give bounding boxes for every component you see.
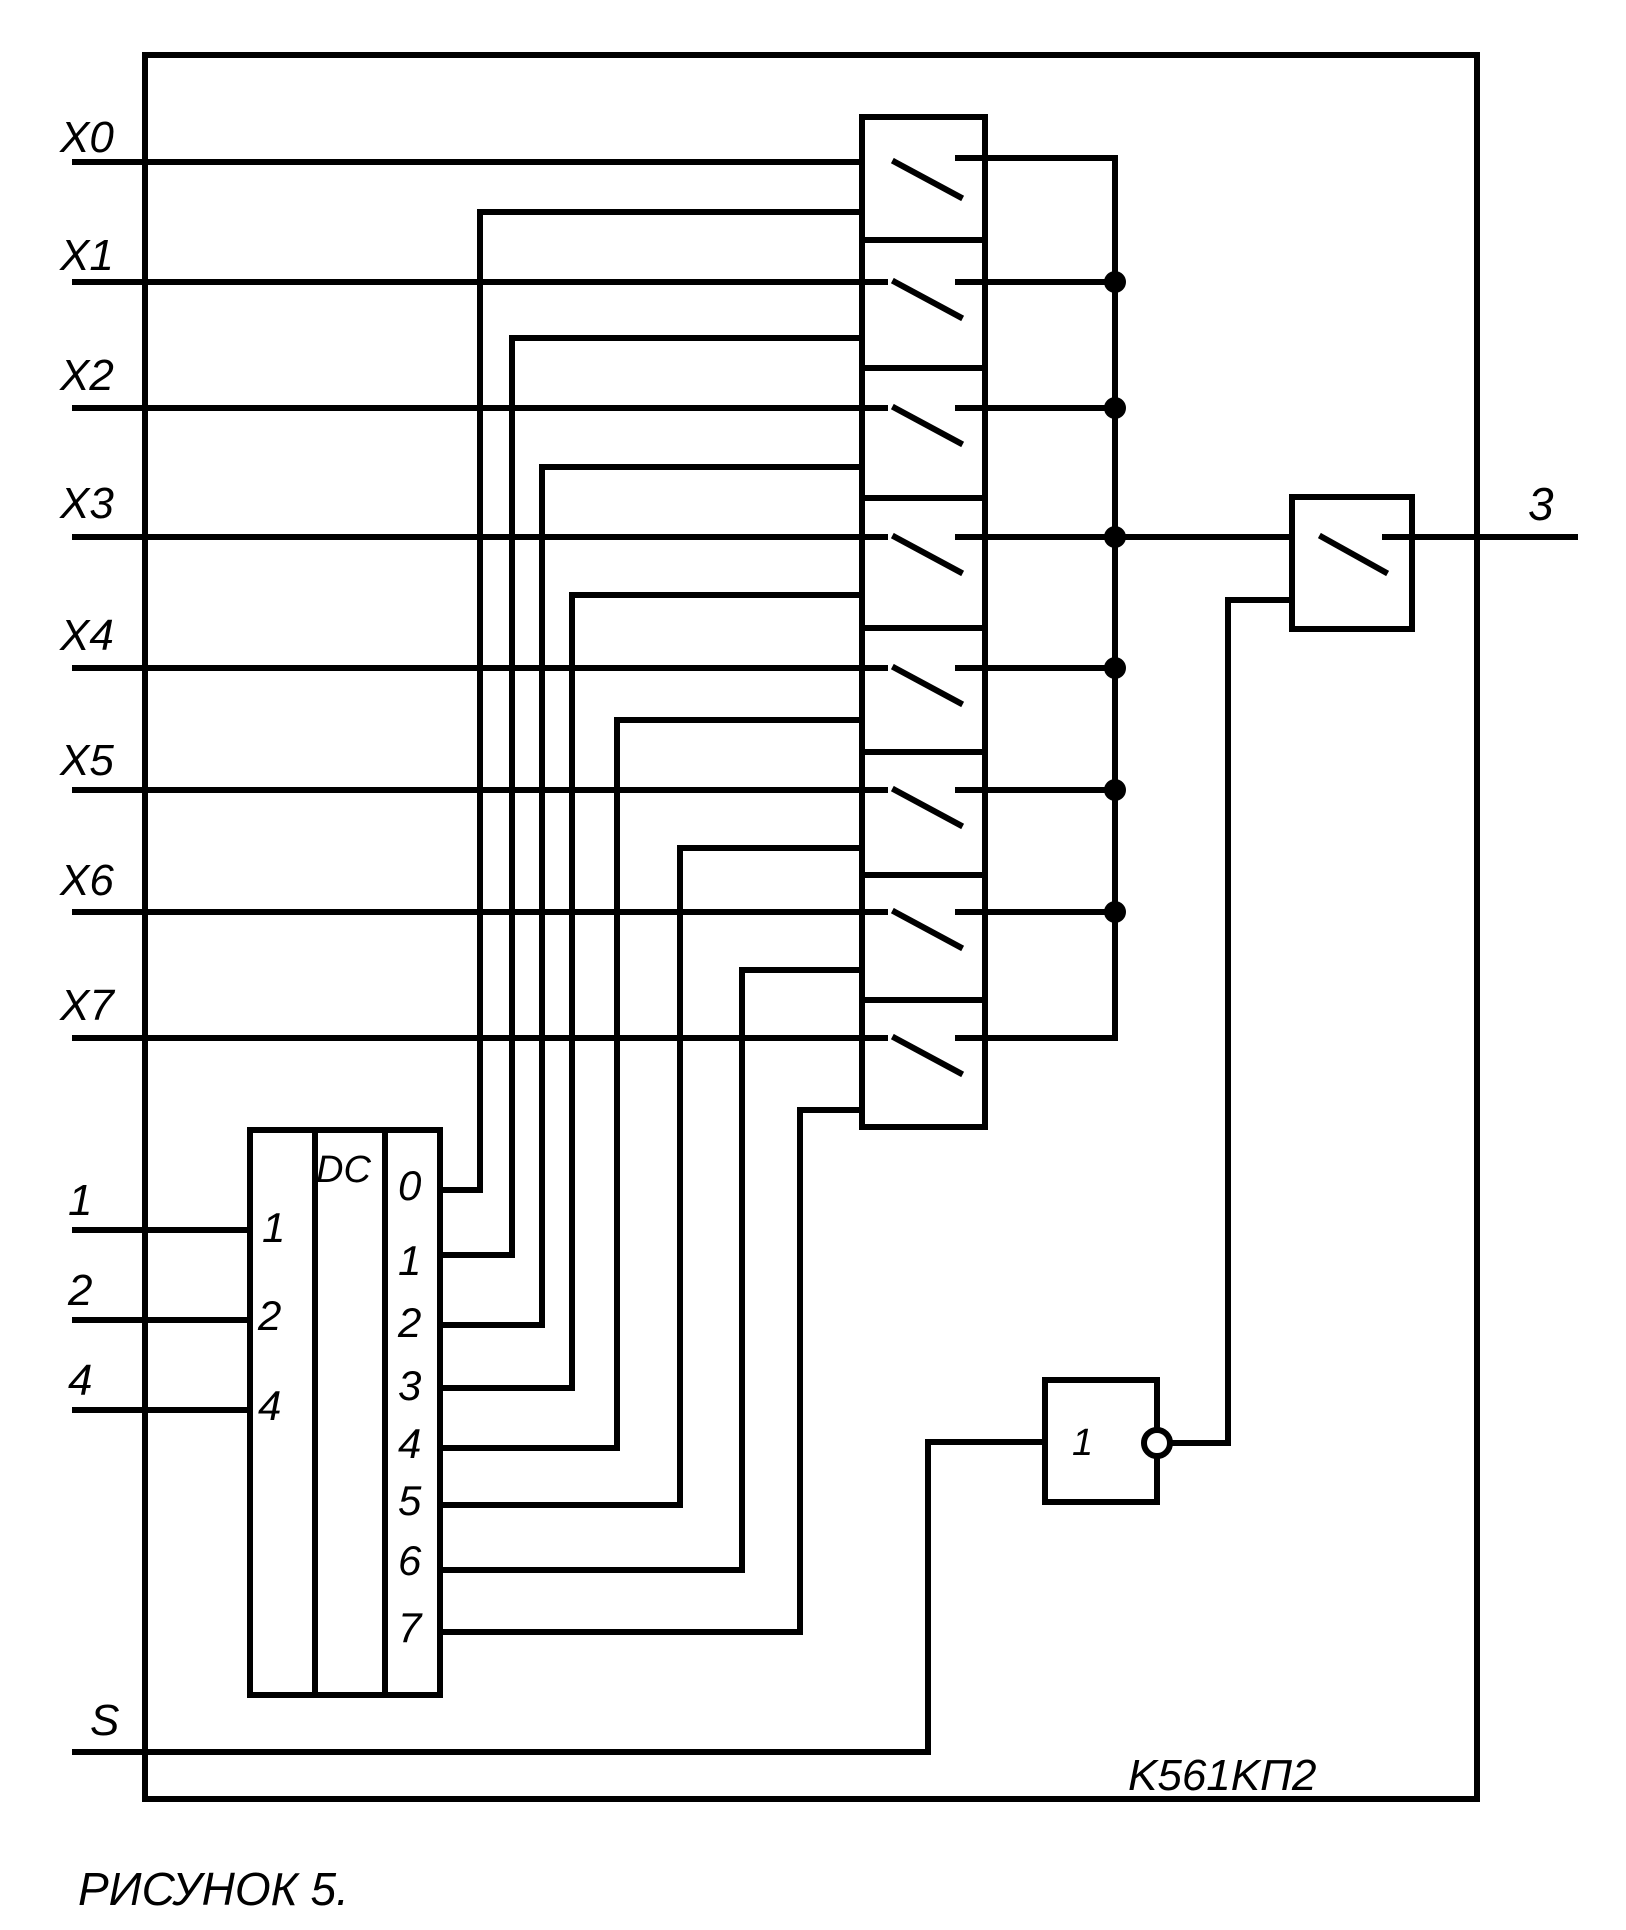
decoder-output-7: 7	[398, 1604, 423, 1651]
output-bus	[982, 155, 1295, 1041]
decoder-output-0: 0	[398, 1162, 422, 1209]
input-label-x4: X4	[59, 611, 114, 660]
decoder-output-5: 5	[398, 1477, 422, 1524]
switch-block	[859, 114, 988, 1130]
input-label-x3: X3	[59, 479, 114, 528]
input-label-x7: X7	[59, 981, 115, 1030]
output-label: 3	[1528, 478, 1554, 530]
control-wires	[437, 209, 865, 1635]
input-label-x2: X2	[59, 351, 114, 400]
decoder-output-1: 1	[398, 1237, 421, 1284]
input-label-x6: X6	[59, 856, 114, 905]
decoder-input-2: 2	[257, 1292, 281, 1339]
address-label-2: 2	[67, 1266, 92, 1315]
address-label-4: 4	[68, 1356, 92, 1405]
chip-label: K561KП2	[1128, 1751, 1316, 1800]
decoder-output-6: 6	[398, 1537, 422, 1584]
decoder-title: DC	[316, 1149, 371, 1191]
decoder-output-4: 4	[398, 1420, 421, 1467]
decoder-input-4: 4	[258, 1382, 281, 1429]
figure-caption: РИСУНОК 5.	[78, 1863, 349, 1915]
input-label-x1: X1	[59, 231, 114, 280]
strobe-wires	[72, 597, 1295, 1755]
strobe-label: S	[90, 1696, 119, 1745]
address-wires	[72, 1227, 253, 1413]
decoder-output-2: 2	[397, 1299, 421, 1346]
inverter	[1042, 1377, 1173, 1505]
output-switch	[1289, 494, 1578, 632]
inverter-label: 1	[1072, 1422, 1093, 1464]
decoder-input-1: 1	[262, 1204, 285, 1251]
input-label-x0: X0	[59, 113, 114, 162]
chip-outline	[142, 52, 1480, 1802]
decoder-output-3: 3	[398, 1362, 421, 1409]
address-label-1: 1	[68, 1176, 92, 1225]
input-label-x5: X5	[59, 736, 114, 785]
